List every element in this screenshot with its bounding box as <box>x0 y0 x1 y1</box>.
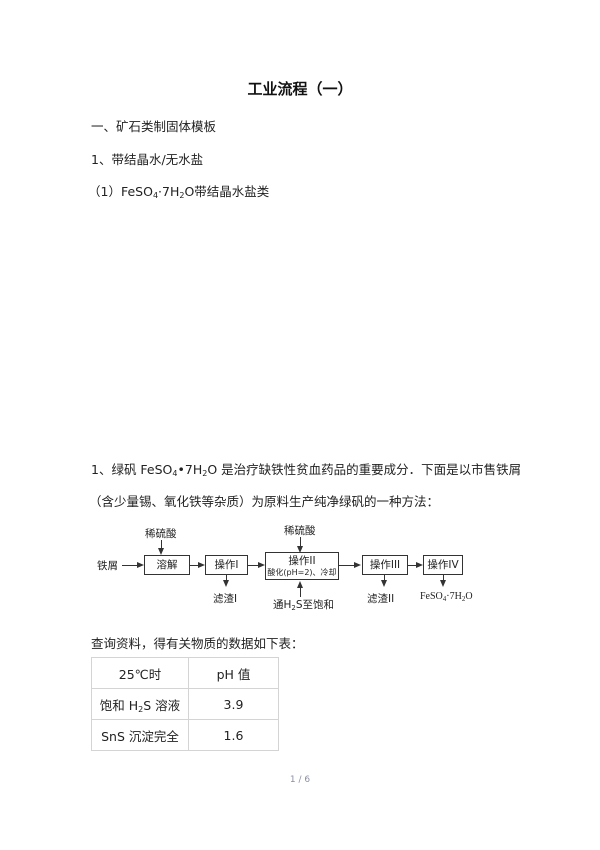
table-cell-value: 3.9 <box>188 688 279 720</box>
flow-arrow <box>226 575 228 581</box>
flow-acid-label-1: 稀硫酸 <box>145 528 177 540</box>
flow-product: FeSO4·7H2O <box>420 591 473 603</box>
flow-input-label: 铁屑 <box>97 560 118 572</box>
subsection-heading: 1、带结晶水/无水盐 <box>91 152 204 167</box>
arrow-right-icon <box>416 562 423 568</box>
arrow-down-icon <box>158 548 164 555</box>
document-title: 工业流程（一） <box>247 80 353 98</box>
flow-arrow <box>339 565 355 567</box>
flow-arrow <box>190 565 199 567</box>
flow-step-op2: 操作II 酸化(pH=2)、冷却 <box>265 552 339 580</box>
flow-step-op2-note: 酸化(pH=2)、冷却 <box>267 568 337 577</box>
flow-step-op2-title: 操作II <box>288 555 316 567</box>
flow-acid-label-2: 稀硫酸 <box>284 525 316 537</box>
flow-step-dissolve: 溶解 <box>144 555 190 575</box>
item-heading: （1）FeSO4·7H2O带结晶水盐类 <box>88 184 270 200</box>
arrow-right-icon <box>198 562 205 568</box>
table-cell-name: SnS 沉淀完全 <box>91 719 189 751</box>
arrow-up-icon <box>297 581 303 588</box>
flow-step-op1: 操作I <box>205 555 248 575</box>
arrow-down-icon <box>440 580 446 587</box>
flow-arrow <box>300 587 302 597</box>
flow-residue-1: 滤渣I <box>213 593 238 605</box>
properties-table: 25℃时 pH 值 饱和 H2S 溶液 3.9 SnS 沉淀完全 1.6 <box>91 657 279 751</box>
section-heading: 一、矿石类制固体模板 <box>91 119 217 134</box>
flow-gas-input: 通H2S至饱和 <box>273 599 335 612</box>
flow-residue-2: 滤渣II <box>367 593 395 605</box>
table-cell-value: 1.6 <box>188 719 279 751</box>
flow-arrow <box>248 565 259 567</box>
flow-arrow <box>122 565 138 567</box>
table-cell-name: 饱和 H2S 溶液 <box>91 688 189 720</box>
table-header-cell: 25℃时 <box>91 657 189 689</box>
table-header-cell: pH 值 <box>188 657 279 689</box>
table-row: 饱和 H2S 溶液 3.9 <box>91 688 279 720</box>
flow-step-op4: 操作IV <box>423 555 463 575</box>
flow-arrow <box>384 575 386 581</box>
page-number: 1 / 6 <box>289 775 311 785</box>
question-line-1: 1、绿矾 FeSO4•7H2O 是治疗缺铁性贫血药品的重要成分．下面是以市售铁屑 <box>91 462 522 478</box>
table-header-row: 25℃时 pH 值 <box>91 657 279 689</box>
arrow-down-icon <box>297 546 303 553</box>
flow-arrow <box>300 537 302 547</box>
arrow-right-icon <box>258 562 265 568</box>
table-row: SnS 沉淀完全 1.6 <box>91 719 279 751</box>
flow-arrow <box>408 565 417 567</box>
table-intro: 查询资料，得有关物质的数据如下表： <box>91 636 304 651</box>
question-line-2: （含少量锡、氧化铁等杂质）为原料生产纯净绿矾的一种方法： <box>89 494 440 509</box>
arrow-down-icon <box>223 580 229 587</box>
flow-arrow <box>161 540 163 549</box>
arrow-right-icon <box>137 562 144 568</box>
arrow-down-icon <box>381 580 387 587</box>
flow-step-op3: 操作III <box>362 555 408 575</box>
arrow-right-icon <box>354 562 361 568</box>
flow-arrow <box>443 575 445 581</box>
